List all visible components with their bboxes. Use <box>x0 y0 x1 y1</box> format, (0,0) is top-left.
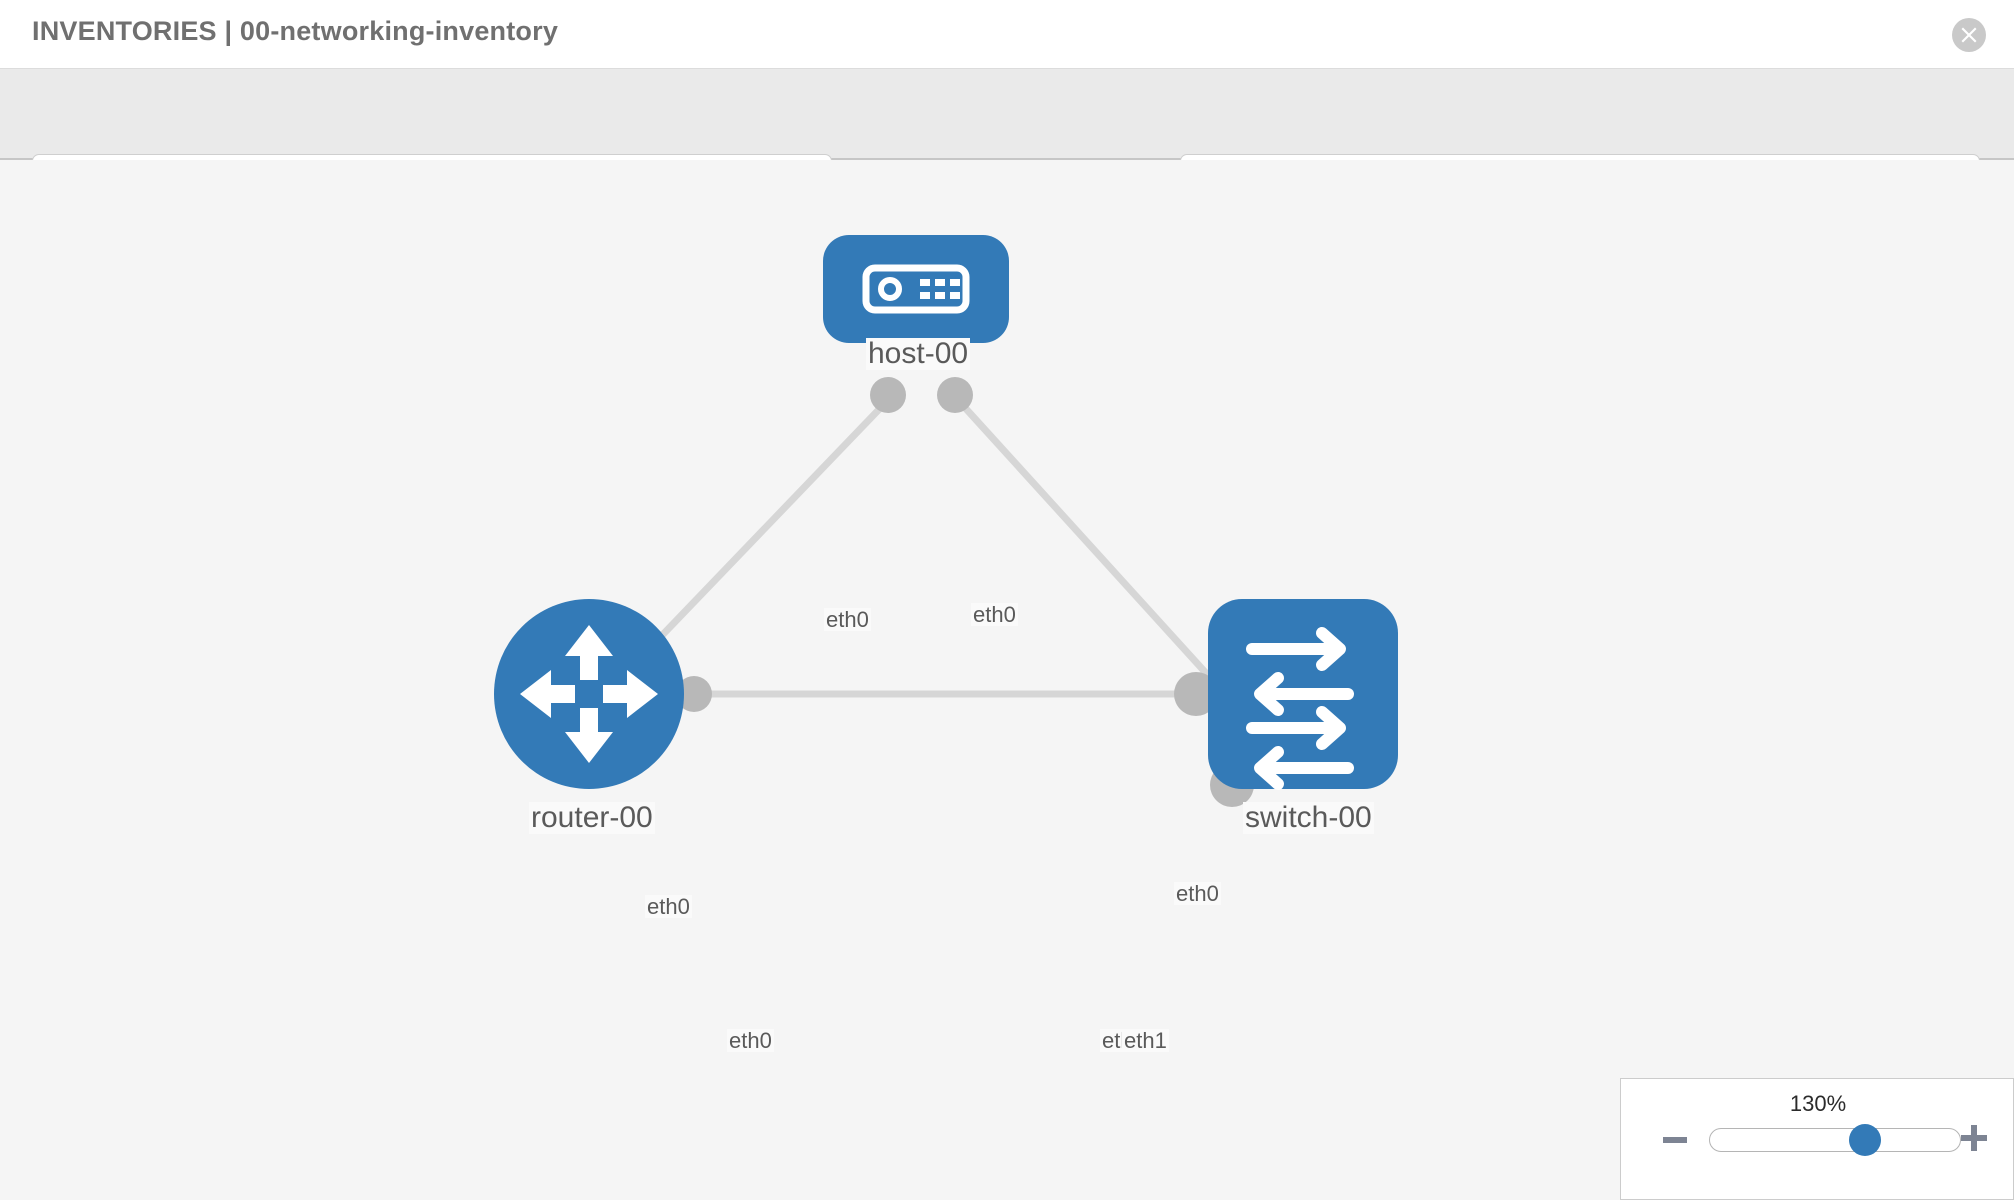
port-router00-eth0 <box>676 676 712 712</box>
iface-label-router00-eth0: eth0 <box>727 1028 774 1053</box>
zoom-slider-thumb[interactable] <box>1849 1124 1881 1156</box>
zoom-slider-track[interactable] <box>1709 1124 1961 1156</box>
node-router-00 <box>494 599 684 789</box>
page-title: INVENTORIES | 00-networking-inventory <box>32 16 559 46</box>
port-layer <box>676 377 1254 807</box>
port-host00-eth0-left <box>870 377 906 413</box>
iface-label-switch00-uplink-eth0: eth0 <box>1174 881 1221 906</box>
iface-label-host00-eth0-right: eth0 <box>971 602 1018 627</box>
iface-label-switch00-eth1: eth1 <box>1122 1028 1169 1053</box>
topology-graph <box>494 235 1398 807</box>
link-layer <box>597 397 1238 708</box>
zoom-control-panel: 130% <box>1620 1078 2014 1200</box>
close-icon[interactable] <box>1952 18 1986 52</box>
node-label-switch-00: switch-00 <box>1243 801 1374 834</box>
link-host00-switch00 <box>955 397 1238 708</box>
node-label-router-00: router-00 <box>529 801 655 834</box>
minus-icon[interactable] <box>1663 1137 1687 1143</box>
close-x-glyph <box>1961 27 1977 43</box>
page-header: INVENTORIES | 00-networking-inventory <box>0 0 2014 68</box>
node-host-00 <box>823 235 1009 343</box>
port-switch00-eth1 <box>1174 672 1218 716</box>
node-switch-00 <box>1208 599 1398 790</box>
switch-arrows-icon <box>1246 627 1354 790</box>
node-label-host-00: host-00 <box>866 337 971 370</box>
plus-icon[interactable] <box>1961 1125 1987 1151</box>
host-00-body <box>823 235 1009 343</box>
iface-label-host00-eth0-left: eth0 <box>824 607 871 632</box>
zoom-level-label: 130% <box>1789 1091 1847 1116</box>
iface-label-router00-uplink-eth0: eth0 <box>645 894 692 919</box>
port-host00-eth0-right <box>937 377 973 413</box>
server-icon <box>862 264 970 314</box>
topology-canvas[interactable]: host-00 router-00 switch-00 eth0 eth0 et… <box>0 160 2014 1200</box>
toolbar: ACTIONS SEARCH <box>0 68 2014 211</box>
router-00-body <box>494 599 684 789</box>
router-arrows-icon <box>520 625 658 763</box>
